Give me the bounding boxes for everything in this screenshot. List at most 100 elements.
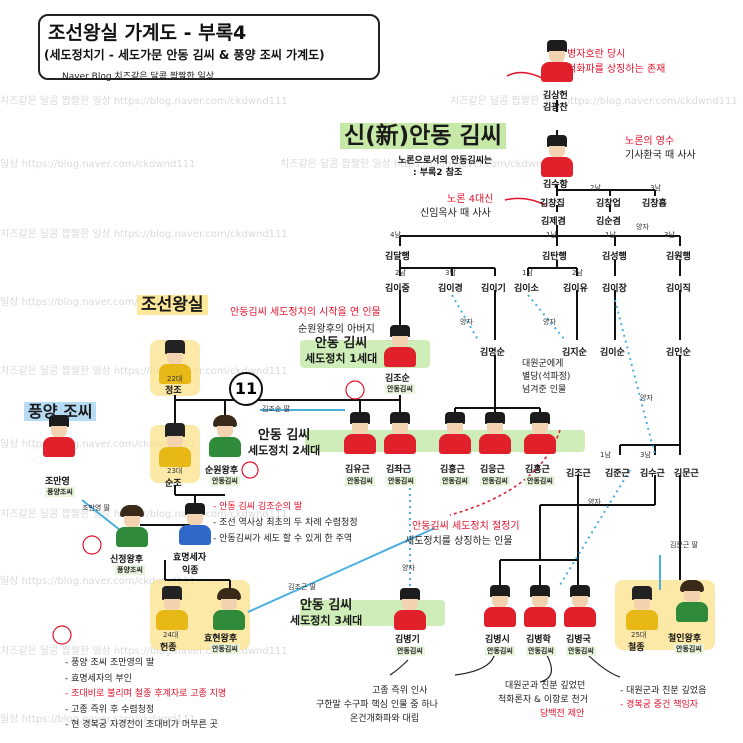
rel-label-yangja: 양자	[588, 498, 601, 506]
note-sinjeong-5: - 현 경복궁 자경전이 조대비가 머무른 곳	[65, 720, 218, 730]
order-label: 1남	[605, 231, 616, 239]
name-kim-yugeun: 김유근	[345, 465, 370, 475]
name-cheorin: 철인왕후	[668, 634, 702, 644]
name-kim-josun: 김조순	[385, 374, 410, 384]
portrait-kim-josun	[383, 325, 417, 367]
watermark-text: 치즈같은 달콤 짭짤한 일상 https://blog.naver.com/ck…	[280, 159, 568, 170]
note-byeongguk-2: - 경복궁 중건 책임자	[620, 700, 699, 710]
portrait-kim-yugeun	[343, 412, 377, 454]
name-ikjong: 익종	[182, 566, 199, 576]
clan-tag: 안동김씨	[440, 476, 470, 486]
portrait-kim-byeongsi	[483, 585, 517, 627]
clan-tag: 풍양조씨	[115, 565, 145, 575]
rel-label-jogeun-daughter: 김조근 딸	[288, 583, 316, 591]
clan-title-new-andong: 신(新)안동 김씨	[340, 116, 506, 150]
order-label: 3남	[445, 269, 456, 277]
order-label: 1남	[600, 451, 611, 459]
name-kim-mungeun: 김문근	[674, 469, 699, 479]
name-kim-byeongguk: 김병국	[566, 635, 591, 645]
watermark-text: 치즈같은 달콤 짭짤한 일상 https://blog.naver.com/ck…	[0, 96, 288, 107]
clan-tag: 안동김씨	[480, 476, 510, 486]
noron-ref-note: 노론으로서의 안동김씨는	[398, 156, 493, 166]
rel-label-mungeun-daughter: 김문근 딸	[670, 541, 698, 549]
note-byeongi-1: 고종 즉위 인사	[372, 686, 428, 696]
blog-credit: Naver Blog 치즈같은 달콤 짭짤한 일상	[62, 72, 215, 82]
note-heungseon-1: 대원군에게	[522, 359, 564, 369]
clan-title-pungyang: 풍양 조씨	[24, 398, 97, 422]
portrait-kim-jwageun	[383, 412, 417, 454]
note-jwageun-2: 세도정치를 상징하는 인물	[405, 536, 513, 547]
watermark-text: 일상 https://blog.naver.com/ckdwnd111	[0, 714, 196, 725]
note-noron-leader-2: 기사환국 때 사사	[625, 150, 696, 161]
note-sunwon-father: 순원왕후의 아버지	[298, 324, 375, 335]
rel-label-yangja: 양자	[402, 564, 415, 572]
title-box	[38, 14, 380, 80]
portrait-kim-byeonghak	[523, 585, 557, 627]
portrait-queen-sinjeong	[115, 505, 149, 547]
name-kim-byeonghak: 김병학	[526, 635, 551, 645]
watermark-text: 일상 https://blog.naver.com/ckdwnd111	[0, 576, 196, 587]
name-kim-tanhaeng: 김탄행	[542, 252, 567, 262]
note-sinjeong-4: - 고종 즉위 후 수렴청정	[65, 705, 155, 715]
order-label: 2남	[572, 269, 583, 277]
note-heungseon-2: 별당(석파정)	[522, 372, 571, 382]
clan-tag: 풍양조씨	[45, 487, 75, 497]
note-byeongguk-1: - 대원군과 친분 깊었음	[620, 686, 707, 696]
note-byeongja-1: 병자호란 당시	[567, 49, 626, 60]
name-kim-ijung: 김이중	[385, 284, 410, 294]
note-sinjeong-2: - 효명세자의 부인	[65, 674, 132, 684]
rel-label-joman-daughter: 조만영 딸	[82, 504, 110, 512]
rel-label-yangja: 양자	[640, 394, 653, 402]
name-kim-seonghaeng: 김성행	[602, 252, 627, 262]
reign-number: 23대	[167, 467, 183, 475]
note-byeonghak-3: 당백전 제안	[540, 709, 585, 719]
portrait-king-jeongjo	[158, 340, 192, 384]
name-kim-jegyeom: 김제겸	[541, 217, 566, 227]
order-label: 2남	[590, 184, 601, 192]
clan-tag: 안동김씨	[526, 646, 556, 656]
rel-label-yangja: 양자	[636, 223, 649, 231]
note-noron-4-1: 노론 4대신	[447, 194, 494, 205]
name-kim-jwageun: 김좌근	[386, 465, 411, 475]
portrait-king-cheoljong	[625, 586, 659, 630]
note-sunwon-3: - 안동김씨가 세도 할 수 있게 한 주역	[213, 534, 353, 544]
watermark-text: 일상 https://blog.naver.com/ckdwnd111	[0, 159, 196, 170]
watermark-text: 치즈같은 달콤 짭짤한 일상 https://blog.naver.com/ck…	[0, 366, 288, 377]
watermark-text: 치즈같은 달콤 짭짤한 일상 https://blog.naver.com/ck…	[0, 229, 288, 240]
name-hyohyeon: 효현왕후	[204, 634, 238, 644]
note-sinjeong-3: - 조대비로 불리며 철종 후계자로 고종 지명	[65, 689, 227, 699]
note-sinjeong-1: - 풍양 조씨 조만영의 딸	[65, 658, 155, 668]
name-kim-ijang: 김이장	[602, 284, 627, 294]
clan-tag: 안동김씨	[210, 476, 240, 486]
portrait-king-sunjo	[158, 423, 192, 467]
reign-number: 24대	[163, 631, 179, 639]
portrait-queen-cheorin	[675, 580, 709, 622]
name-kim-changheup: 김창흡	[642, 199, 667, 209]
rel-label-yangja: 양자	[543, 318, 556, 326]
clan-tag: 안동김씨	[395, 646, 425, 656]
page-title: 조선왕실 가계도 - 부록4	[48, 22, 247, 44]
portrait-kim-byeongguk	[563, 585, 597, 627]
name-kim-daljaeng: 김달행	[385, 252, 410, 262]
name-jo-manyeong: 조만영	[45, 477, 70, 487]
note-sedo-start: 안동김씨 세도정치의 시작을 연 인물	[230, 307, 381, 318]
watermark-text: 치즈같은 달콤 짭짤한 일상 https://blog.naver.com/ck…	[0, 646, 288, 657]
order-label: 4남	[390, 231, 401, 239]
name-kim-insun: 김인순	[666, 348, 691, 358]
portrait-kim-hongeun	[438, 412, 472, 454]
name-kim-ijik: 김이직	[666, 284, 691, 294]
clan-tag: 안동김씨	[566, 646, 596, 656]
name-kim-byeonggi: 김병기	[395, 635, 420, 645]
note-byeongi-2: 구한말 수구파 핵심 인물 중 하나	[316, 700, 438, 710]
name-jeongjo: 정조	[165, 386, 182, 396]
name-kim-iso: 김이소	[514, 284, 539, 294]
portrait-queen-hyohyeon	[212, 588, 246, 630]
portrait-king-heonjong	[155, 586, 189, 630]
note-byeongja-2: 척화파를 상징하는 존재	[567, 64, 666, 75]
name-kim-jogeun: 김조근	[566, 469, 591, 479]
name-kim-sungyeong: 김순겸	[596, 217, 621, 227]
name-sunwon: 순원왕후	[205, 466, 239, 476]
portrait-kim-sangheon	[540, 40, 574, 82]
